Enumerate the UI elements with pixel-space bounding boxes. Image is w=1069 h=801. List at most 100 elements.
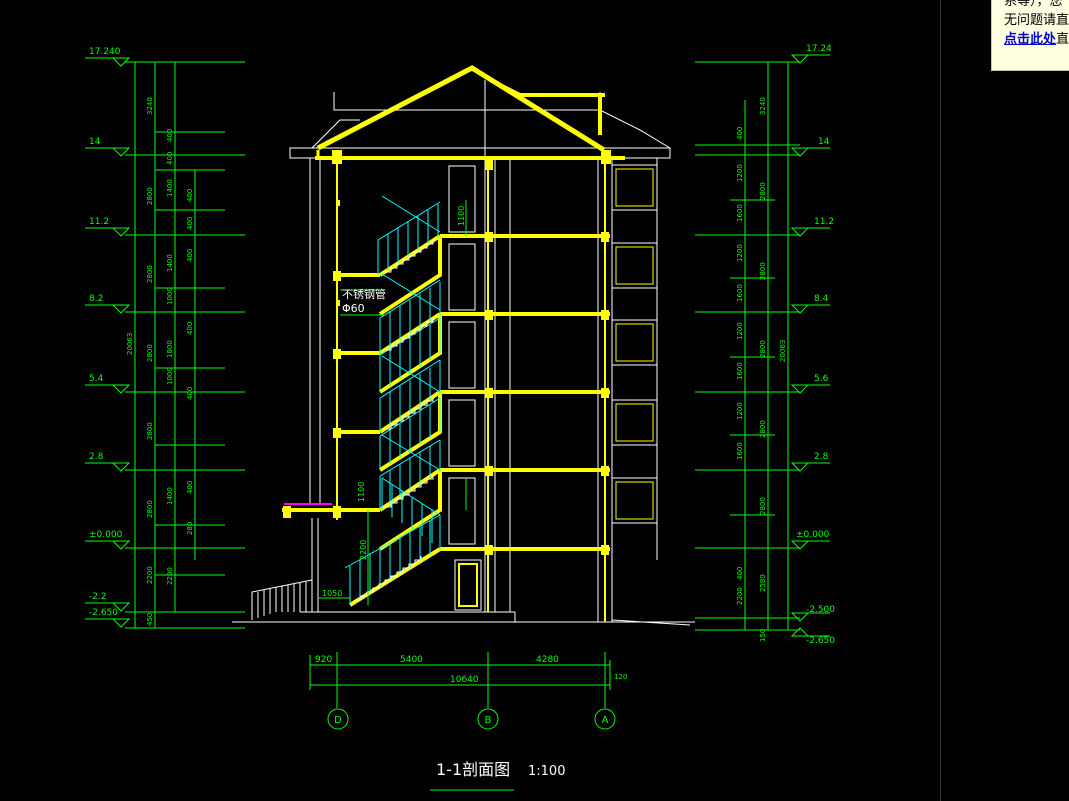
dim-value: 2800: [146, 187, 154, 205]
axis-bubble-label: A: [602, 715, 609, 726]
level-label: 14: [89, 137, 101, 147]
level-label: 11.2: [814, 217, 834, 227]
dim-value: 2200: [359, 540, 368, 560]
dim-value: 4280: [536, 655, 559, 665]
level-label: 2.8: [814, 452, 829, 462]
dim-value: 120: [614, 673, 627, 681]
level-label: 5.6: [814, 374, 829, 384]
dim-value: 2800: [759, 262, 767, 280]
stair-railings: [344, 195, 441, 605]
dim-value: 1000: [166, 367, 174, 385]
internal-dims: [318, 200, 467, 605]
left-level-labels: 17.240 14 11.2 8.2 5.4 2.8 ±0.000 -2.2 -…: [89, 47, 123, 618]
drawing-scale: 1:100: [528, 764, 565, 779]
level-label: ±0.000: [796, 530, 830, 540]
dim-value: 2800: [759, 497, 767, 515]
axis-bubble-label: B: [485, 715, 492, 726]
dim-value: 2800: [146, 500, 154, 518]
level-label: 11.2: [89, 217, 109, 227]
bottom-dimension-chain: [309, 652, 616, 730]
stair-doors: [448, 165, 482, 611]
dim-value: 400: [186, 189, 194, 202]
level-label: -2.650: [89, 608, 118, 618]
dim-value: 5400: [400, 655, 423, 665]
dim-value: 2800: [146, 344, 154, 362]
right-dimension-values: 20063 3240 2800 2800 2800 2800 2800 2580…: [736, 97, 787, 642]
window-column: [611, 158, 658, 560]
drawing-title-block: 1-1剖面图 1:100: [430, 760, 565, 791]
dim-value: 400: [186, 249, 194, 262]
outdoor-steps: [251, 518, 319, 620]
dim-total-left: 20063: [126, 333, 134, 355]
dim-value: 1200: [736, 164, 744, 182]
dim-value: 3240: [146, 97, 154, 115]
level-label: 17.240: [89, 47, 121, 57]
dim-value: 400: [186, 217, 194, 230]
dim-value: 2200: [146, 566, 154, 584]
slab-beams: [283, 150, 611, 555]
dim-value: 1400: [166, 487, 174, 505]
level-label: -2.650: [806, 636, 835, 646]
dim-value: 1100: [457, 206, 466, 226]
dim-value: 150: [759, 629, 767, 642]
rail-spec: Φ60: [342, 302, 365, 315]
popup-line-2: 无问题请直: [1004, 13, 1069, 28]
dim-value: 2580: [759, 574, 767, 592]
panel-divider: [940, 0, 941, 801]
dim-value: 1600: [736, 442, 744, 460]
left-dimension-chains: [85, 57, 245, 629]
tooltip-popup: 系等），您 无问题请直 点击此处直: [991, 0, 1069, 71]
stair-treads: [355, 240, 434, 601]
level-label: 8.2: [89, 294, 103, 304]
left-dimension-values: 20063 3240 2800 2800 2800 2800 2800 2200…: [126, 97, 194, 626]
level-label: -2.500: [806, 605, 835, 615]
dim-value: 2200: [736, 587, 744, 605]
dim-total-right: 20063: [779, 340, 787, 362]
dim-value: 1100: [357, 482, 366, 502]
section-drawing: 17.240 14 11.2 8.2 5.4 2.8 ±0.000 -2.2 -…: [85, 44, 835, 791]
level-label: ±0.000: [89, 530, 123, 540]
level-label: 17.24: [806, 44, 832, 54]
dim-value: 1200: [736, 322, 744, 340]
dim-value: 3240: [759, 97, 767, 115]
dim-value: 1400: [166, 179, 174, 197]
roof-structure: [316, 65, 606, 158]
grid-axis-labels: D B A: [334, 715, 608, 726]
dim-value: 400: [186, 481, 194, 494]
left-level-markers: [111, 57, 131, 628]
right-level-markers: [790, 54, 810, 637]
popup-line-3: 点击此处直: [992, 30, 1069, 49]
dim-value: 2800: [146, 265, 154, 283]
level-label: 14: [818, 137, 830, 147]
dim-value: 2800: [759, 420, 767, 438]
dim-value: 2800: [146, 422, 154, 440]
drawing-title: 1-1剖面图: [436, 760, 510, 779]
bottom-dimension-values: 920 5400 4280 10640 120: [315, 655, 627, 685]
dim-value: 1000: [166, 287, 174, 305]
dim-value: 1400: [166, 254, 174, 272]
dim-value: 1200: [736, 244, 744, 262]
dim-value: 280: [186, 522, 194, 535]
dim-value: 2800: [759, 182, 767, 200]
dim-value: 400: [166, 129, 174, 142]
dim-value: 400: [736, 127, 744, 140]
popup-line-3-rest: 直: [1056, 32, 1069, 47]
axis-bubble-label: D: [334, 715, 342, 726]
dim-value: 1050: [322, 589, 342, 598]
floor-slabs: [282, 156, 625, 622]
dim-value: 400: [736, 567, 744, 580]
level-label: -2.2: [89, 592, 107, 602]
click-here-link[interactable]: 点击此处: [1004, 32, 1057, 47]
building-outline: [232, 80, 695, 626]
level-label: 2.8: [89, 452, 104, 462]
dim-value: 1200: [736, 402, 744, 420]
rail-annotation: 不锈钢管 Φ60: [342, 287, 386, 315]
dim-value: 1800: [166, 340, 174, 358]
dim-value: 1600: [736, 204, 744, 222]
dim-value: 400: [166, 152, 174, 165]
popup-line-1: 系等），您: [1004, 0, 1063, 9]
dim-value: 2800: [759, 340, 767, 358]
dim-value: 450: [146, 613, 154, 626]
level-label: 5.4: [89, 374, 104, 384]
